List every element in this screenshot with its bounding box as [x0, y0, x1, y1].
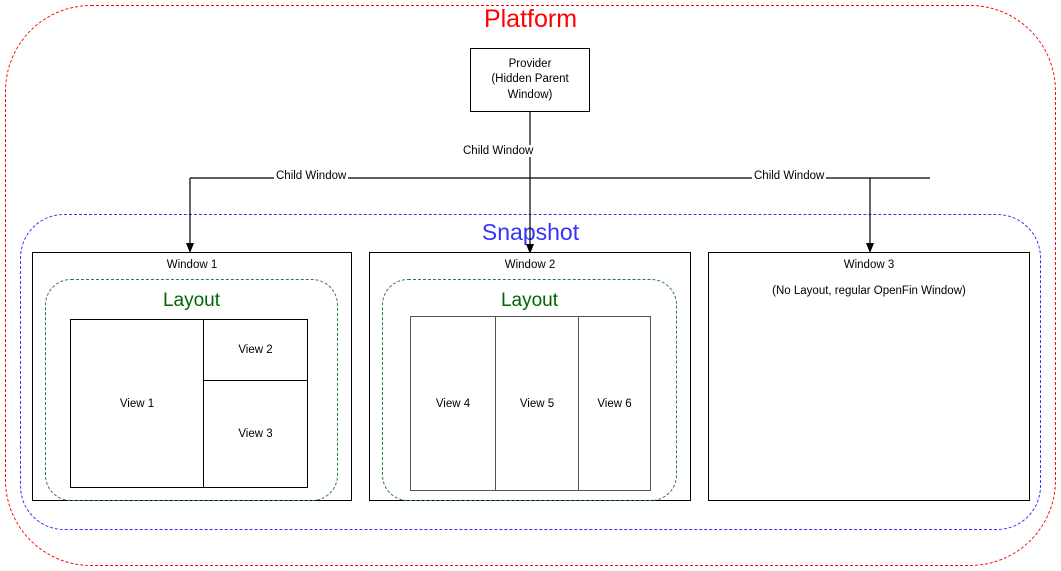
platform-title: Platform: [483, 5, 578, 33]
window-1-view-grid: View 1 View 2 View 3: [70, 319, 308, 488]
view-6-cell: View 6: [578, 316, 651, 491]
view-3-cell: View 3: [203, 380, 308, 488]
edge-label-child-window-left: Child Window: [274, 170, 349, 182]
snapshot-title: Snapshot: [481, 219, 580, 245]
edge-label-child-window-right: Child Window: [752, 170, 827, 182]
window-1-title: Window 1: [166, 259, 218, 271]
window-3-title: Window 3: [843, 259, 895, 271]
provider-label: Provider (Hidden Parent Window): [491, 58, 569, 101]
window-3-node: Window 3 (No Layout, regular OpenFin Win…: [708, 252, 1030, 501]
window-3-note: (No Layout, regular OpenFin Window): [772, 285, 966, 297]
view-5-cell: View 5: [495, 316, 579, 491]
view-4-cell: View 4: [410, 316, 496, 491]
window-1-layout-title: Layout: [162, 290, 221, 311]
view-2-cell: View 2: [203, 319, 308, 381]
provider-node: Provider (Hidden Parent Window): [470, 48, 590, 112]
view-1-cell: View 1: [70, 319, 204, 488]
window-2-layout-boundary: Layout: [382, 279, 677, 501]
platform-boundary: [5, 5, 1056, 566]
window-2-view-grid: View 4 View 5 View 6: [410, 316, 651, 491]
edge-label-child-window-center: Child Window: [461, 145, 536, 157]
window-2-layout-title: Layout: [500, 290, 559, 311]
window-2-title: Window 2: [504, 259, 556, 271]
window-1-layout-boundary: Layout: [45, 279, 338, 501]
